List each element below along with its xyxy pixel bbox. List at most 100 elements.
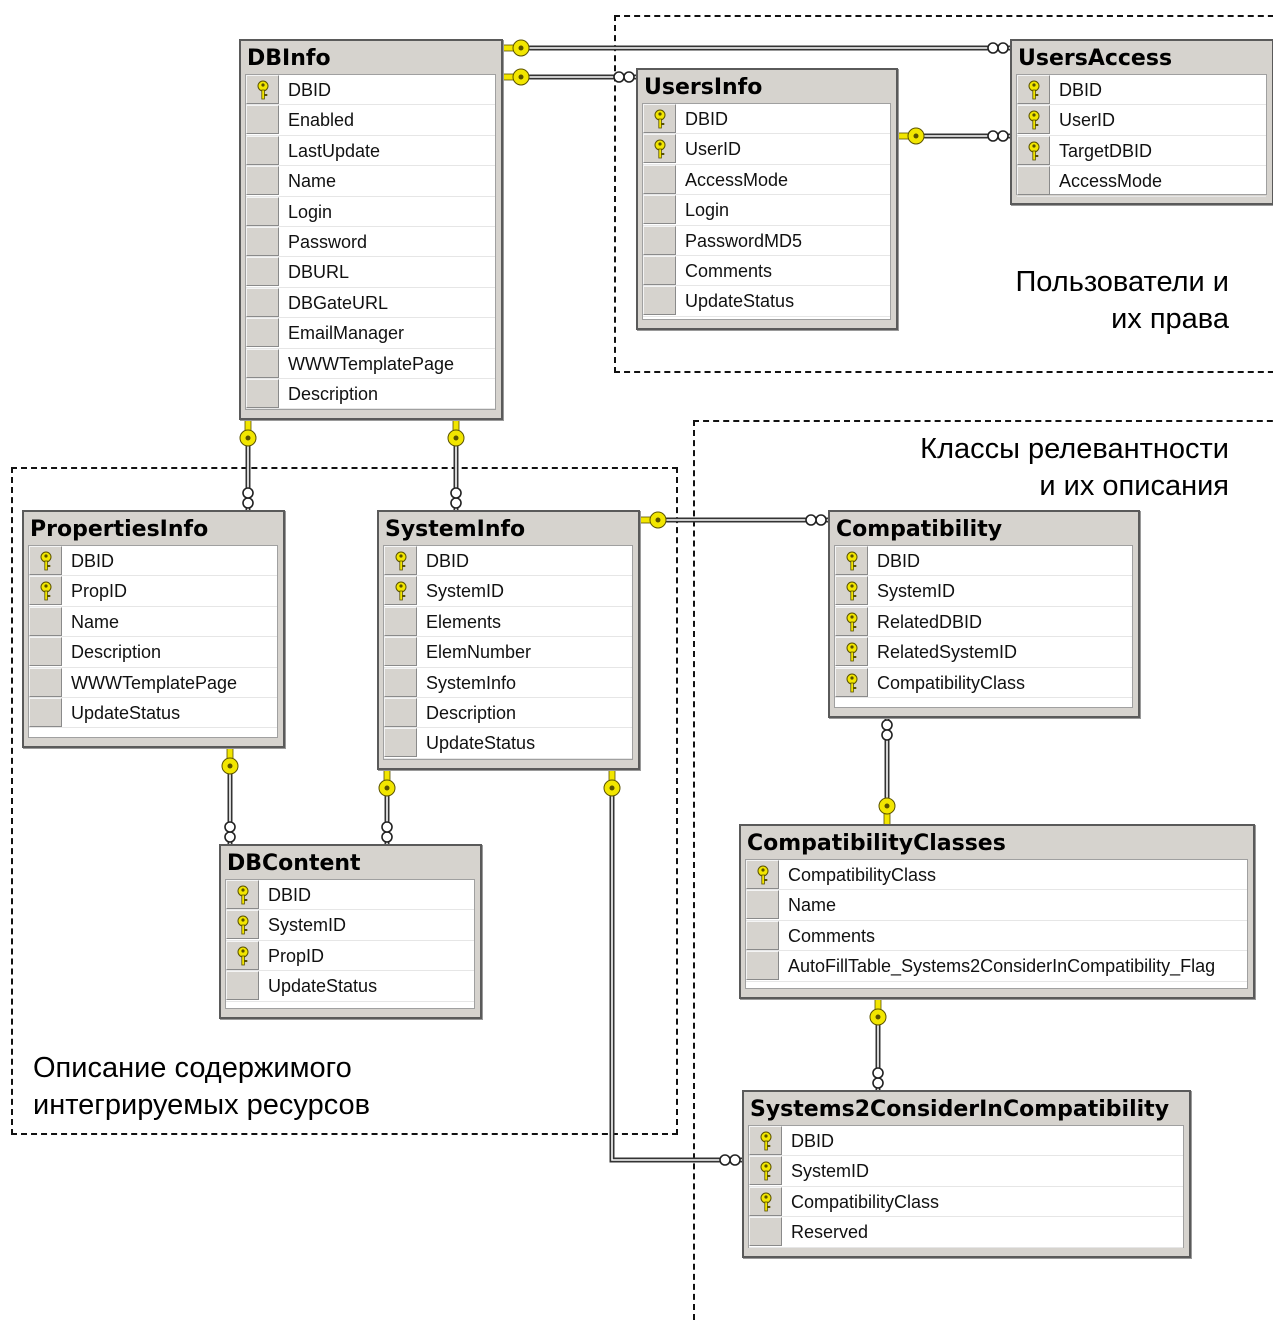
column-row[interactable]: EmailManager	[246, 318, 495, 349]
column-row[interactable]: CompatibilityClass	[749, 1186, 1183, 1218]
row-selector[interactable]	[246, 287, 279, 317]
column-row[interactable]: AutoFillTable_Systems2ConsiderInCompatib…	[746, 951, 1247, 982]
column-row[interactable]: DBURL	[246, 257, 495, 288]
column-row[interactable]: UpdateStatus	[29, 697, 277, 729]
column-row[interactable]: DBID	[29, 546, 277, 577]
row-selector[interactable]	[246, 105, 279, 135]
column-row[interactable]: DBID	[835, 546, 1132, 577]
column-row[interactable]: CompatibilityClass	[746, 860, 1247, 891]
row-selector[interactable]	[226, 910, 259, 940]
column-row[interactable]: SystemInfo	[384, 667, 632, 698]
row-selector[interactable]	[384, 606, 417, 636]
column-row[interactable]: UpdateStatus	[384, 728, 632, 759]
column-row[interactable]: Password	[246, 226, 495, 258]
row-selector[interactable]	[749, 1126, 782, 1155]
column-row[interactable]: Elements	[384, 606, 632, 638]
column-row[interactable]: LastUpdate	[246, 135, 495, 167]
column-row[interactable]: Comments	[643, 255, 890, 287]
row-selector[interactable]	[643, 104, 676, 133]
row-selector[interactable]	[746, 860, 779, 889]
row-selector[interactable]	[643, 195, 676, 225]
column-row[interactable]: DBID	[1017, 75, 1266, 106]
row-selector[interactable]	[246, 348, 279, 378]
column-row[interactable]: Login	[643, 195, 890, 226]
row-selector[interactable]	[643, 225, 676, 255]
column-row[interactable]: Description	[384, 697, 632, 729]
row-selector[interactable]	[835, 667, 868, 697]
row-selector[interactable]	[643, 164, 676, 194]
row-selector[interactable]	[246, 135, 279, 165]
column-row[interactable]: Description	[29, 637, 277, 668]
column-row[interactable]: ElemNumber	[384, 637, 632, 668]
row-selector[interactable]	[835, 606, 868, 636]
row-selector[interactable]	[384, 728, 417, 758]
row-selector[interactable]	[246, 378, 279, 408]
column-row[interactable]: SystemID	[749, 1156, 1183, 1187]
column-row[interactable]: Enabled	[246, 105, 495, 136]
column-row[interactable]: UpdateStatus	[226, 971, 474, 1002]
column-row[interactable]: SystemID	[226, 910, 474, 941]
row-selector[interactable]	[246, 257, 279, 287]
column-row[interactable]: Login	[246, 196, 495, 227]
row-selector[interactable]	[749, 1186, 782, 1216]
row-selector[interactable]	[29, 576, 62, 606]
row-selector[interactable]	[643, 286, 676, 316]
column-row[interactable]: UserID	[1017, 105, 1266, 136]
row-selector[interactable]	[29, 546, 62, 575]
column-row[interactable]: DBID	[384, 546, 632, 577]
column-row[interactable]: SystemID	[835, 576, 1132, 607]
row-selector[interactable]	[246, 75, 279, 104]
row-selector[interactable]	[29, 606, 62, 636]
row-selector[interactable]	[29, 667, 62, 697]
row-selector[interactable]	[749, 1156, 782, 1186]
column-row[interactable]: UpdateStatus	[643, 286, 890, 317]
column-row[interactable]: SystemID	[384, 576, 632, 607]
column-row[interactable]: DBID	[749, 1126, 1183, 1157]
row-selector[interactable]	[29, 697, 62, 727]
row-selector[interactable]	[384, 667, 417, 697]
row-selector[interactable]	[643, 255, 676, 285]
row-selector[interactable]	[1017, 135, 1050, 165]
row-selector[interactable]	[749, 1217, 782, 1247]
row-selector[interactable]	[384, 697, 417, 727]
row-selector[interactable]	[835, 546, 868, 575]
row-selector[interactable]	[746, 920, 779, 950]
row-selector[interactable]	[29, 637, 62, 667]
row-selector[interactable]	[1017, 166, 1050, 196]
column-row[interactable]: RelatedDBID	[835, 606, 1132, 638]
row-selector[interactable]	[746, 890, 779, 920]
column-row[interactable]: Name	[246, 166, 495, 197]
column-row[interactable]: RelatedSystemID	[835, 637, 1132, 668]
row-selector[interactable]	[246, 166, 279, 196]
row-selector[interactable]	[746, 951, 779, 981]
column-row[interactable]: DBID	[226, 880, 474, 911]
row-selector[interactable]	[226, 971, 259, 1001]
column-row[interactable]: TargetDBID	[1017, 135, 1266, 167]
column-row[interactable]: WWWTemplatePage	[29, 667, 277, 698]
column-row[interactable]: UserID	[643, 134, 890, 165]
column-row[interactable]: PasswordMD5	[643, 225, 890, 256]
column-row[interactable]: AccessMode	[1017, 166, 1266, 197]
column-row[interactable]: Name	[29, 606, 277, 638]
column-row[interactable]: PropID	[226, 940, 474, 972]
row-selector[interactable]	[384, 546, 417, 575]
row-selector[interactable]	[835, 576, 868, 606]
column-row[interactable]: DBGateURL	[246, 287, 495, 319]
column-row[interactable]: Description	[246, 378, 495, 410]
column-row[interactable]: Comments	[746, 920, 1247, 952]
row-selector[interactable]	[246, 226, 279, 256]
column-row[interactable]: CompatibilityClass	[835, 667, 1132, 698]
row-selector[interactable]	[246, 196, 279, 226]
row-selector[interactable]	[384, 576, 417, 606]
row-selector[interactable]	[643, 134, 676, 164]
column-row[interactable]: DBID	[643, 104, 890, 135]
row-selector[interactable]	[226, 940, 259, 970]
row-selector[interactable]	[1017, 105, 1050, 135]
